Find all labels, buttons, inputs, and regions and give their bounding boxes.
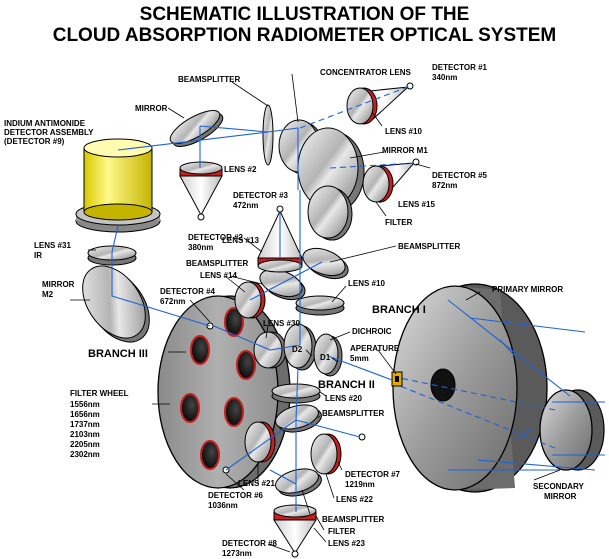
title-line-2: CLOUD ABSORPTION RADIOMETER OPTICAL SYST… xyxy=(52,25,557,46)
label-aperature-size: 5mm xyxy=(350,354,369,363)
lens-10-top xyxy=(307,185,353,241)
label-detector-6: DETECTOR #6 xyxy=(208,491,264,500)
mirror-top xyxy=(169,110,224,147)
label-detector-1-nm: 340nm xyxy=(432,73,457,82)
label-filter-wheel-nm-5: 2205nm xyxy=(70,440,100,449)
beamsplitter-mid xyxy=(302,247,349,280)
beamsplitter-top xyxy=(262,104,274,166)
label-detector-7-nm: 1219nm xyxy=(345,480,375,489)
label-detector-6-nm: 1036nm xyxy=(208,501,238,510)
label-detector-8-nm: 1273nm xyxy=(222,549,252,558)
label-detector-4-nm: 672nm xyxy=(160,297,185,306)
lens-20 xyxy=(271,383,321,404)
label-detector-7: DETECTOR #7 xyxy=(345,470,401,479)
label-lens-14: LENS #14 xyxy=(200,271,237,280)
label-branch-1: BRANCH I xyxy=(372,304,426,316)
title-line-1: SCHEMATIC ILLUSTRATION OF THE xyxy=(139,4,470,25)
label-lens-20: LENS #20 xyxy=(325,394,362,403)
label-lens-21: LENS #21 xyxy=(238,479,275,488)
label-secondary-mirror-2: MIRROR xyxy=(544,492,577,501)
internal-beams xyxy=(111,85,415,512)
label-detector-8: DETECTOR #8 xyxy=(222,539,278,548)
label-detector-2: DETECTOR #2 xyxy=(188,233,244,242)
lens-31 xyxy=(87,245,137,266)
label-detector-5-nm: 872nm xyxy=(432,181,457,190)
lens-22 xyxy=(310,433,342,475)
label-indium-3: (DETECTOR #9) xyxy=(4,137,65,146)
dichroic-d1 xyxy=(313,333,343,377)
label-filter-top: FILTER xyxy=(385,218,413,227)
label-beamsplitter-top: BEAMSPLITTER xyxy=(178,75,240,84)
label-lens-10-mid: LENS #10 xyxy=(348,279,385,288)
lens-2-assembly xyxy=(179,161,223,221)
label-filter-wheel-nm-1: 1556nm xyxy=(70,400,100,409)
label-detector-1: DETECTOR #1 xyxy=(432,63,488,72)
leader-lines xyxy=(70,73,561,553)
label-lens-15: LENS #15 xyxy=(398,200,435,209)
label-lens-22: LENS #22 xyxy=(336,495,373,504)
label-mirror-m1: MIRROR M1 xyxy=(382,146,428,155)
lens-21 xyxy=(244,421,276,463)
label-d2: D2 xyxy=(292,345,303,354)
label-lens-13: LENS #13 xyxy=(222,236,259,245)
label-filter-wheel-nm-6: 2302nm xyxy=(70,450,100,459)
aperture xyxy=(391,371,403,387)
label-mirror-m2-1: MIRROR xyxy=(42,280,75,289)
label-filter-bottom: FILTER xyxy=(328,527,356,536)
label-filter-wheel-nm-3: 1737nm xyxy=(70,420,100,429)
label-lens-31: LENS #31 xyxy=(34,241,71,250)
indium-detector-assembly xyxy=(75,138,161,233)
label-beamsplitter-mid: BEAMSPLITTER xyxy=(398,242,460,251)
label-beamsplitter-left: BEAMSPLITTER xyxy=(186,259,248,268)
lens-23-assembly xyxy=(273,504,317,558)
label-detector-5: DETECTOR #5 xyxy=(432,171,488,180)
label-filter-wheel: FILTER WHEEL xyxy=(70,389,129,398)
label-lens-30: LENS #30 xyxy=(263,319,300,328)
label-branch-2: BRANCH II xyxy=(318,379,375,391)
label-concentrator-lens: CONCENTRATOR LENS xyxy=(320,68,411,77)
label-secondary-mirror-1: SECONDARY xyxy=(533,482,584,491)
lens-14 xyxy=(234,281,266,319)
detector-1-assembly xyxy=(346,82,414,125)
label-d1: D1 xyxy=(320,353,331,362)
label-lens-23: LENS #23 xyxy=(328,539,365,548)
diagram-title: SCHEMATIC ILLUSTRATION OF THE CLOUD ABSO… xyxy=(0,4,609,46)
label-beamsplitter-bottom: BEAMSPLITTER xyxy=(322,515,384,524)
label-filter-wheel-nm-4: 2103nm xyxy=(70,430,100,439)
light-rays xyxy=(399,299,605,471)
label-lens-31-ir: IR xyxy=(34,251,42,260)
label-lens-2: LENS #2 xyxy=(224,165,257,174)
label-branch-3: BRANCH III xyxy=(88,348,148,360)
label-primary-mirror: PRIMARY MIRROR xyxy=(492,285,563,294)
mirror-m2 xyxy=(82,265,150,343)
label-mirror: MIRROR xyxy=(135,104,168,113)
labels: DETECTOR #1 340nm CONCENTRATOR LENS BEAM… xyxy=(4,63,584,558)
label-indium-1: INDIUM ANTIMONIDE xyxy=(4,119,86,128)
label-detector-3: DETECTOR #3 xyxy=(233,191,289,200)
label-detector-4: DETECTOR #4 xyxy=(160,287,216,296)
label-indium-2: DETECTOR ASSEMBLY xyxy=(4,128,94,137)
label-detector-2-nm: 380nm xyxy=(188,243,213,252)
beamsplitter-bottom xyxy=(275,468,322,497)
label-filter-wheel-nm-2: 1656nm xyxy=(70,410,100,419)
label-detector-3-nm: 472nm xyxy=(233,201,258,210)
label-beamsplitter-low: BEAMSPLITTER xyxy=(322,409,384,418)
detector-5-assembly xyxy=(362,158,420,204)
primary-mirror xyxy=(392,283,548,493)
label-dichroic: DICHROIC xyxy=(352,327,392,336)
label-aperature: APERATURE xyxy=(350,344,400,353)
label-mirror-m2-2: M2 xyxy=(42,290,54,299)
lens-10-mid xyxy=(295,295,345,316)
label-lens-10-top: LENS #10 xyxy=(385,127,422,136)
